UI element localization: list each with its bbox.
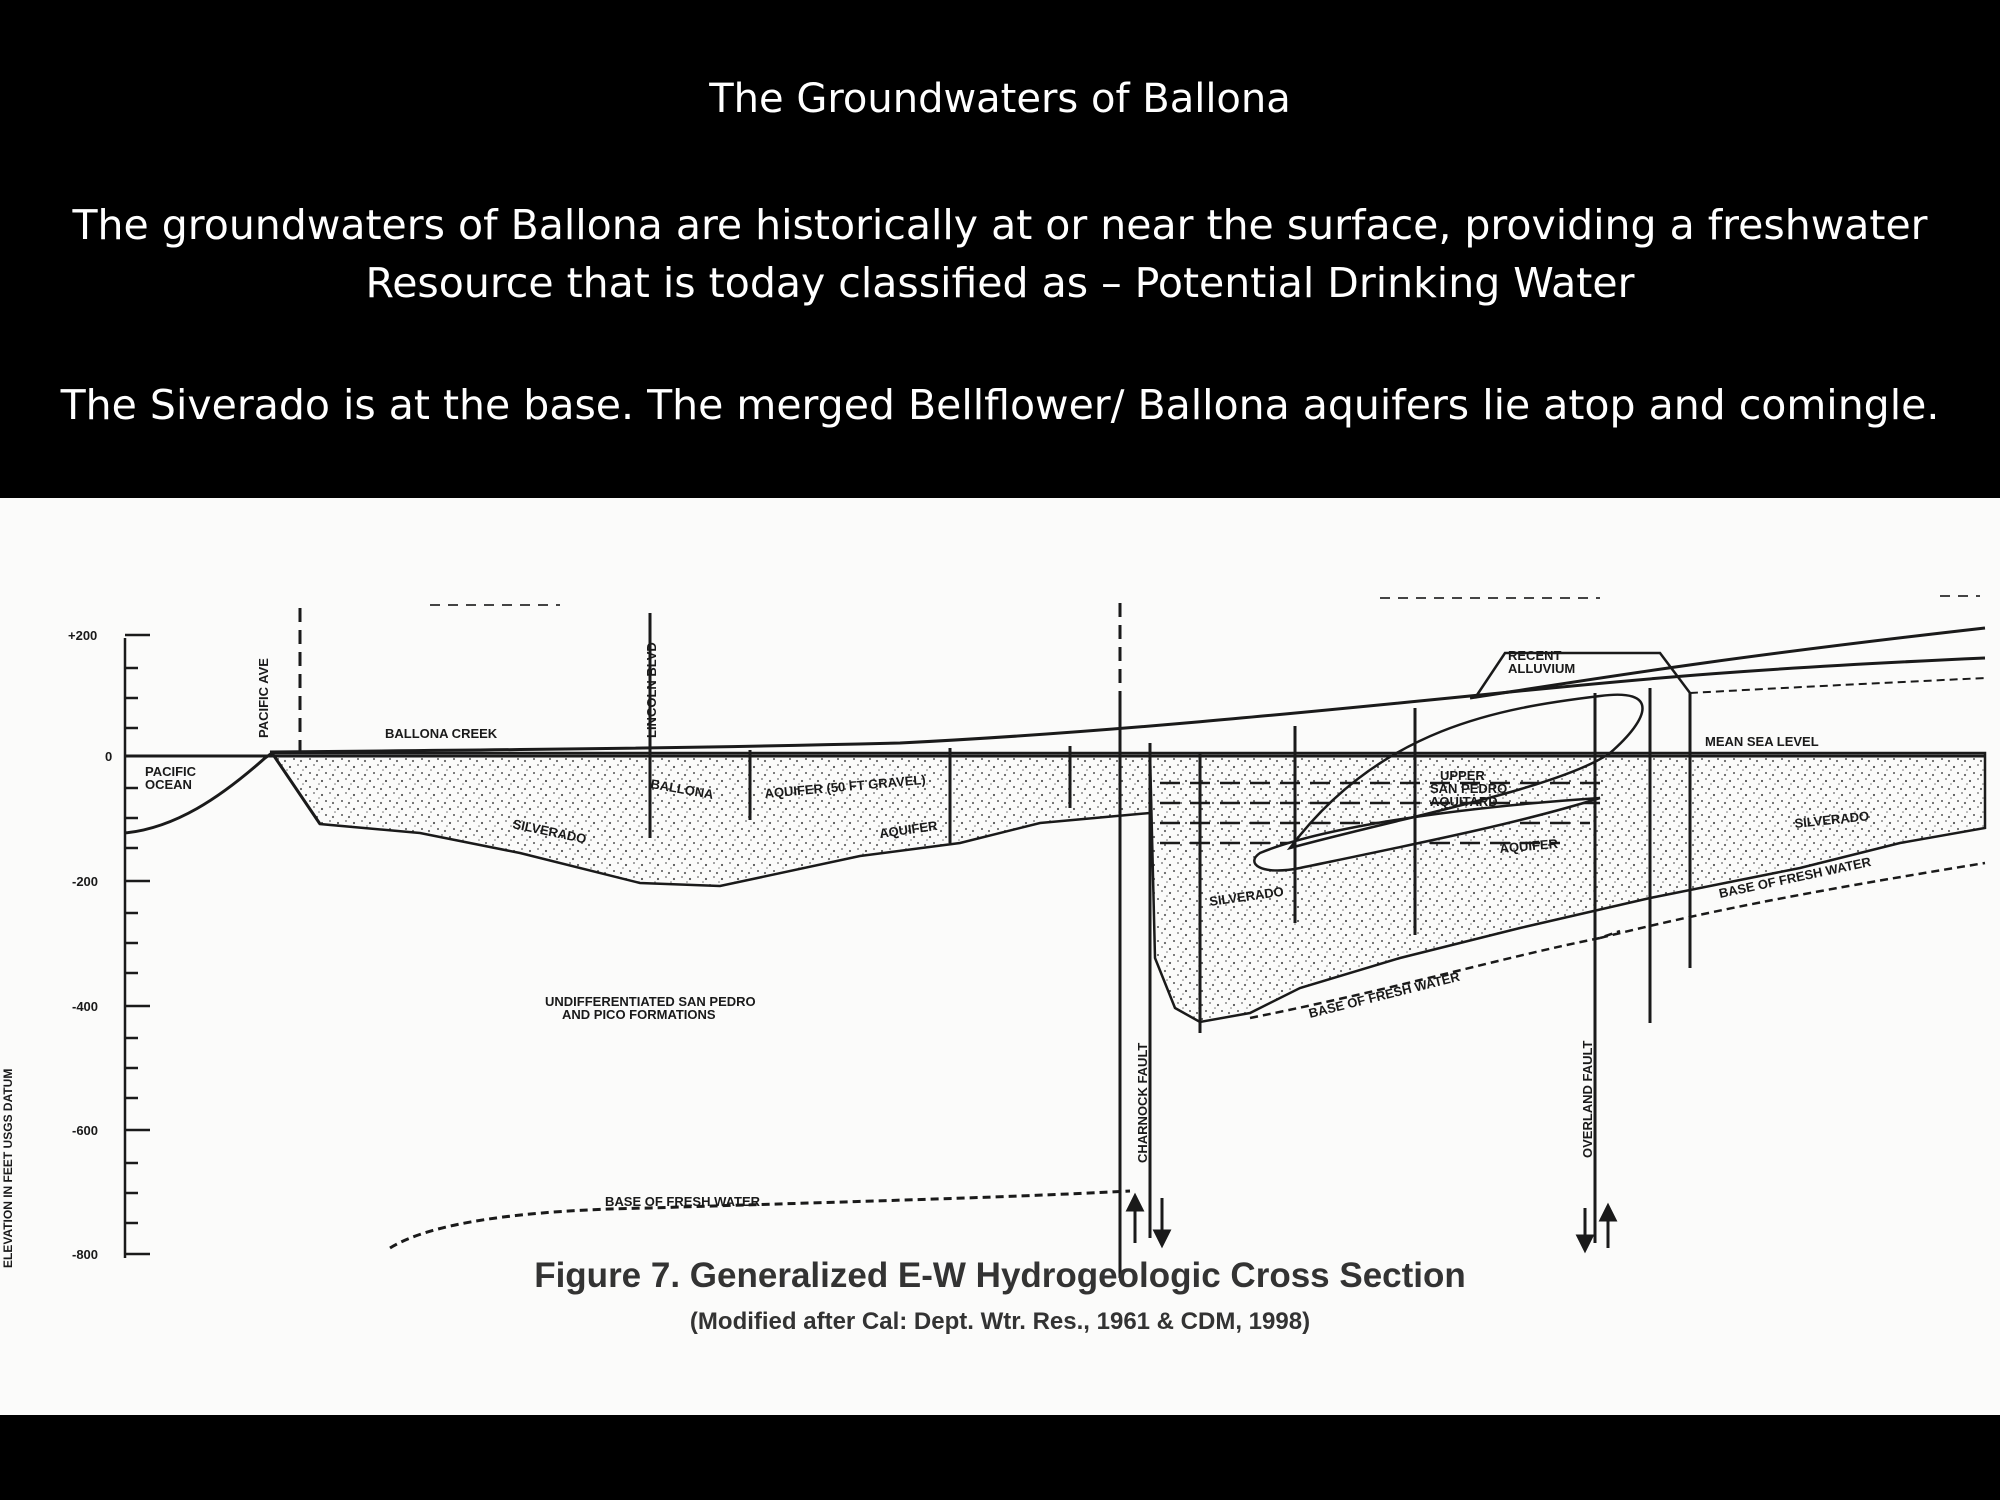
- top-border-dashes: [430, 595, 1980, 606]
- fault-arrows: [1125, 1192, 1618, 1254]
- base-fresh-water-right: [1599, 861, 1986, 940]
- tick-label: -200: [72, 874, 98, 889]
- cross-section-diagram: +200 0 -200 -400 -600 -800 ELEVATION IN …: [1, 595, 1987, 1335]
- label-lincoln-blvd: LINCOLN BLVD: [644, 642, 659, 738]
- label-base-fresh-bottom: BASE OF FRESH WATER: [605, 1194, 761, 1209]
- base-fresh-water-mid: [1249, 929, 1621, 1020]
- label-ballona-creek: BALLONA CREEK: [385, 726, 498, 741]
- figure-sub-caption: (Modified after Cal: Dept. Wtr. Res., 19…: [690, 1308, 1310, 1335]
- slide-title: The Groundwaters of Ballona: [709, 76, 1291, 122]
- upper-surface-line: [1469, 626, 1986, 700]
- aquifer-note: The Siverado is at the base. The merged …: [60, 381, 1940, 429]
- tick-label: +200: [68, 628, 97, 643]
- recent-alluvium-bracket: [1473, 651, 1691, 699]
- well-lines: [298, 603, 1692, 1278]
- label-aquifer-right: AQUIFER: [1499, 836, 1559, 856]
- label-aquitard: AQUITARD: [1430, 794, 1498, 809]
- left-aquifer-body: [269, 751, 1152, 888]
- ocean-bottom-line: [124, 750, 322, 835]
- description-line-2: Resource that is today classified as – P…: [365, 259, 1635, 307]
- label-undiff-1: UNDIFFERENTIATED SAN PEDRO: [545, 994, 756, 1009]
- label-charnock-fault: CHARNOCK FAULT: [1135, 1043, 1150, 1163]
- label-san-pedro: SAN PEDRO: [1430, 781, 1507, 796]
- slide-header: The Groundwaters of Ballona The groundwa…: [0, 0, 2000, 498]
- tick-label: 0: [105, 749, 112, 764]
- cross-section-figure: +200 0 -200 -400 -600 -800 ELEVATION IN …: [0, 498, 2000, 1415]
- alluvium-lens: [1286, 693, 1644, 851]
- label-pacific: PACIFIC: [145, 764, 197, 779]
- label-alluvium: ALLUVIUM: [1508, 661, 1575, 676]
- label-undiff-2: AND PICO FORMATIONS: [562, 1007, 716, 1022]
- bottom-band: [0, 1415, 2000, 1500]
- axis-title: ELEVATION IN FEET USGS DATUM: [1, 1069, 15, 1268]
- label-recent: RECENT: [1508, 648, 1562, 663]
- label-ocean: OCEAN: [145, 777, 192, 792]
- label-upper: UPPER: [1440, 768, 1485, 783]
- tick-label: -800: [72, 1247, 98, 1262]
- ground-surface-line: [269, 656, 1986, 754]
- figure-caption: Figure 7. Generalized E-W Hydrogeologic …: [534, 1256, 1466, 1295]
- base-fresh-water-bottom: [389, 1189, 1131, 1250]
- label-overland-fault: OVERLAND FAULT: [1580, 1040, 1595, 1158]
- aquitard-lens: [1253, 796, 1601, 872]
- description-paragraph: The groundwaters of Ballona are historic…: [40, 196, 1960, 312]
- top-dashed-right: [1689, 677, 1986, 694]
- tick-label: -600: [72, 1123, 98, 1138]
- label-pacific-ave: PACIFIC AVE: [256, 658, 271, 738]
- right-aquifer-body: [1148, 751, 1987, 1024]
- description-line-1: The groundwaters of Ballona are historic…: [72, 201, 1928, 249]
- label-mean-sea-level: MEAN SEA LEVEL: [1705, 734, 1819, 749]
- elevation-axis: [123, 633, 150, 1258]
- tick-label: -400: [72, 999, 98, 1014]
